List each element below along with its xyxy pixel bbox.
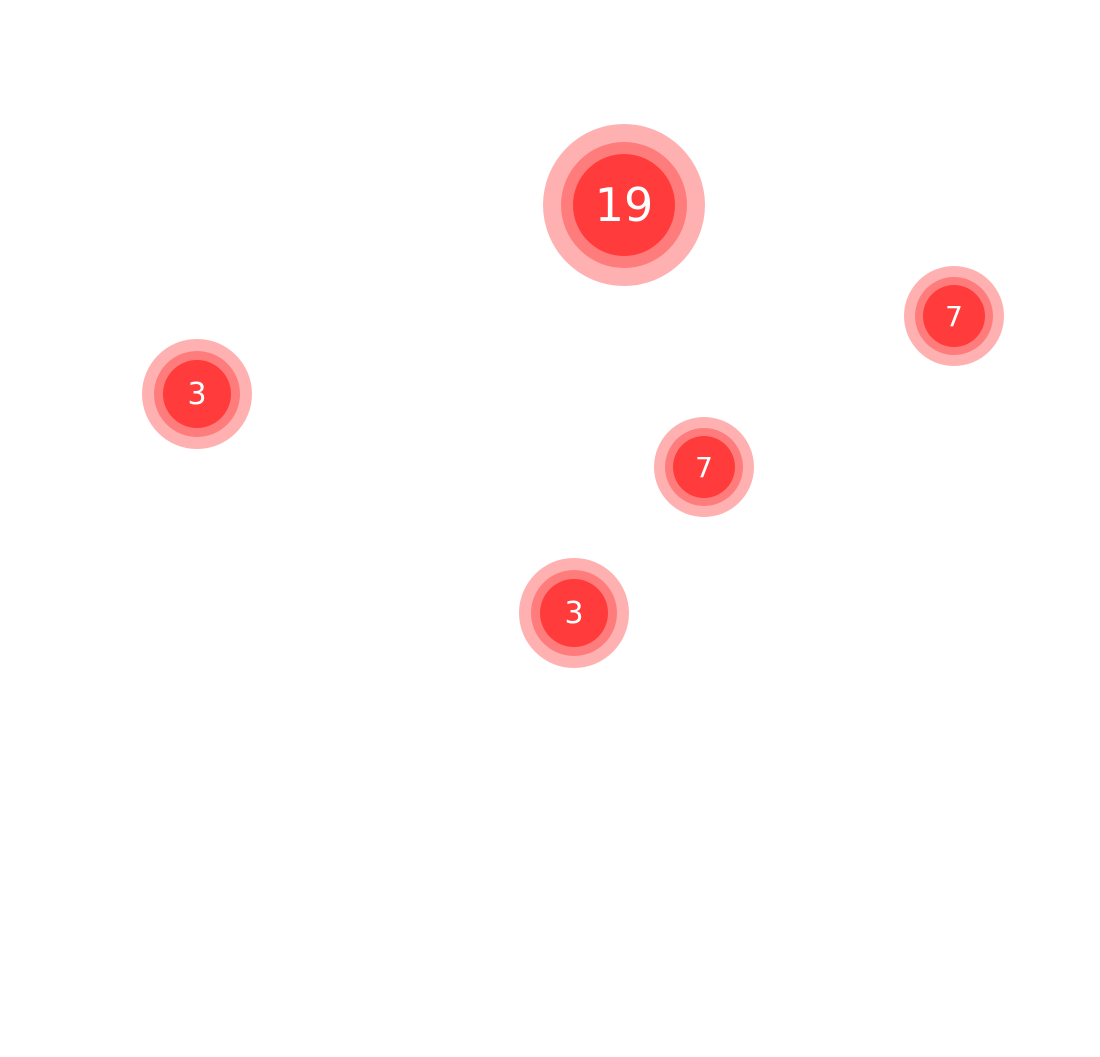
- cluster-marker[interactable]: 19: [543, 124, 705, 286]
- cluster-marker[interactable]: 7: [654, 417, 754, 517]
- cluster-ring: 3: [531, 570, 617, 656]
- cluster-count: 3: [540, 579, 608, 647]
- cluster-ring: 7: [915, 277, 993, 355]
- cluster-ring: 19: [561, 142, 687, 268]
- cluster-count: 7: [673, 436, 735, 498]
- cluster-ring: 7: [665, 428, 743, 506]
- cluster-count: 19: [573, 154, 675, 256]
- cluster-marker[interactable]: 3: [142, 339, 252, 449]
- cluster-count: 7: [923, 285, 985, 347]
- cluster-marker[interactable]: 7: [904, 266, 1004, 366]
- cluster-count: 3: [163, 360, 231, 428]
- cluster-marker[interactable]: 3: [519, 558, 629, 668]
- cluster-ring: 3: [154, 351, 240, 437]
